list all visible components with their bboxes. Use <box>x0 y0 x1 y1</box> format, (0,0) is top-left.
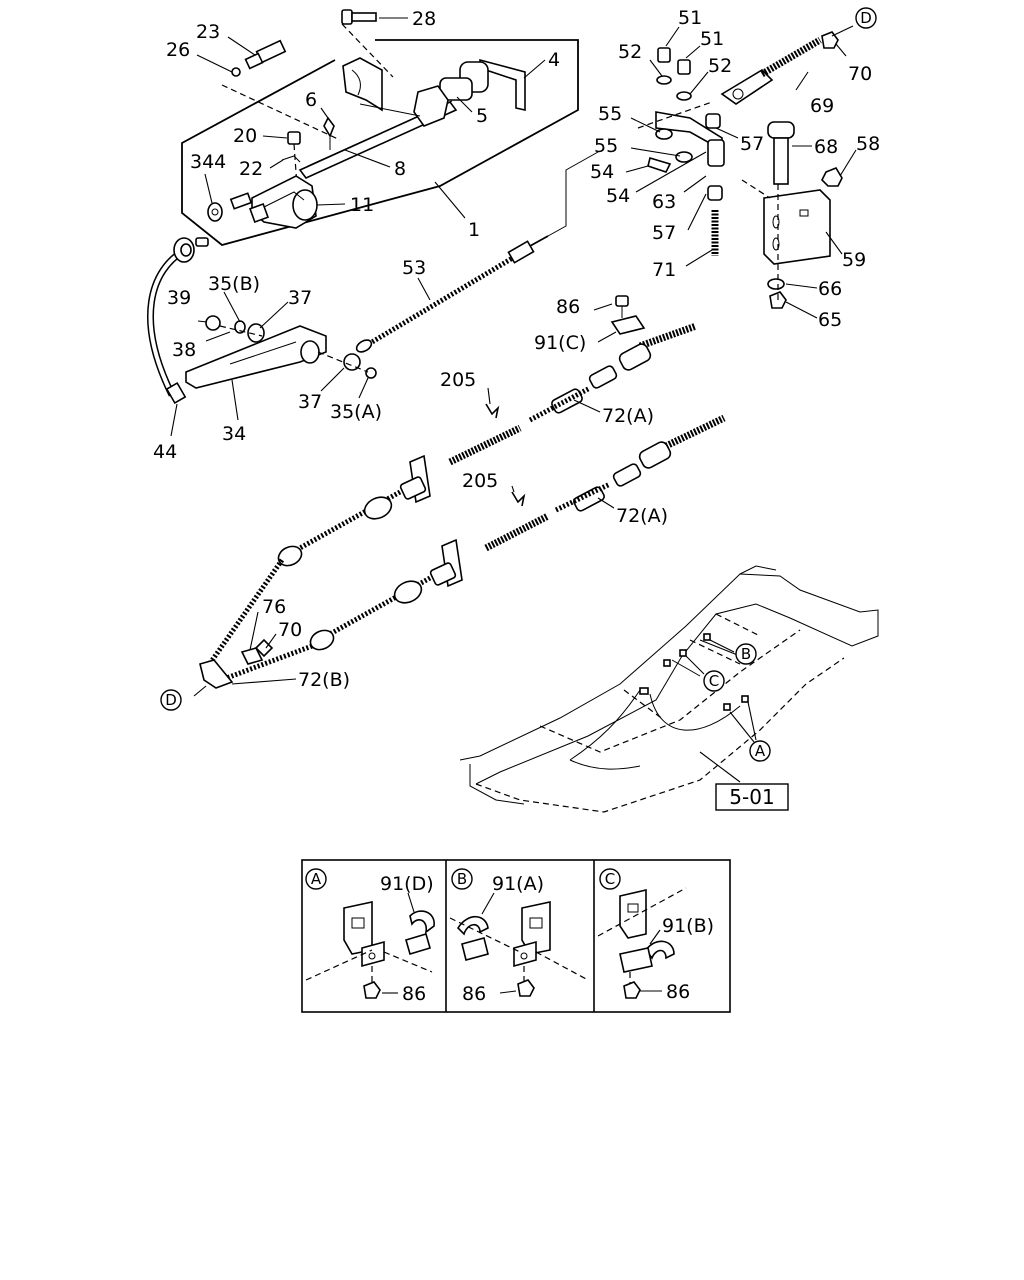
label-52-right: 52 <box>708 55 732 77</box>
label-72a-top: 72(A) <box>602 405 654 427</box>
label-70-top: 70 <box>848 63 872 85</box>
front-cable-53 <box>355 151 599 353</box>
label-22: 22 <box>239 158 263 180</box>
callout-c-detail: C <box>599 868 621 890</box>
label-35a: 35(A) <box>330 401 382 423</box>
label-20: 20 <box>233 125 257 147</box>
svg-text:D: D <box>165 691 177 709</box>
label-86-detail-b: 86 <box>462 983 486 1005</box>
label-35b: 35(B) <box>208 273 260 295</box>
svg-text:B: B <box>457 870 467 888</box>
label-86-detail-c: 86 <box>666 981 690 1003</box>
callout-b-detail: B <box>451 868 473 890</box>
label-34: 34 <box>222 423 246 445</box>
detail-panel <box>301 859 731 1013</box>
label-205-bottom: 205 <box>462 470 498 492</box>
label-68: 68 <box>814 136 838 158</box>
label-58: 58 <box>856 133 880 155</box>
vehicle-frame <box>459 565 879 813</box>
svg-text:A: A <box>311 870 322 888</box>
label-205-top: 205 <box>440 369 476 391</box>
label-23: 23 <box>196 21 220 43</box>
label-57-top: 57 <box>740 133 764 155</box>
label-91c: 91(C) <box>534 332 586 354</box>
label-6: 6 <box>305 89 317 111</box>
label-11: 11 <box>350 194 374 216</box>
leader-lines-upper-left <box>196 17 546 219</box>
svg-text:C: C <box>709 672 719 690</box>
lever-assembly <box>181 9 579 246</box>
rear-cables <box>193 295 726 697</box>
label-55-top: 55 <box>598 103 622 125</box>
label-70-bottom: 70 <box>278 619 302 641</box>
label-52-left: 52 <box>618 41 642 63</box>
label-39: 39 <box>167 287 191 309</box>
lever-34-group <box>147 237 377 405</box>
label-44: 44 <box>153 441 177 463</box>
svg-text:C: C <box>605 870 615 888</box>
label-69: 69 <box>810 95 834 117</box>
label-65: 65 <box>818 309 842 331</box>
callout-d-top: D <box>855 7 877 29</box>
label-55-bottom: 55 <box>594 135 618 157</box>
callout-a-detail: A <box>305 868 327 890</box>
leader-lines-equalizer <box>625 25 857 319</box>
callout-c-frame: C <box>703 670 725 692</box>
label-54-bottom: 54 <box>606 185 630 207</box>
label-86-detail-a: 86 <box>402 983 426 1005</box>
label-72a-bottom: 72(A) <box>616 505 668 527</box>
label-37-bottom: 37 <box>298 391 322 413</box>
label-28: 28 <box>412 8 436 30</box>
label-5: 5 <box>476 105 488 127</box>
label-53: 53 <box>402 257 426 279</box>
part-number-labels: 28 23 26 4 6 5 20 8 22 344 11 1 39 35(B)… <box>153 7 880 1005</box>
label-344: 344 <box>190 151 226 173</box>
label-51-left: 51 <box>678 7 702 29</box>
label-86-top: 86 <box>556 296 580 318</box>
label-63: 63 <box>652 191 676 213</box>
label-57-bottom: 57 <box>652 222 676 244</box>
label-59: 59 <box>842 249 866 271</box>
label-91d: 91(D) <box>380 873 434 895</box>
leader-lines-lever <box>170 291 369 437</box>
callout-a-frame: A <box>749 740 771 762</box>
label-8: 8 <box>394 158 406 180</box>
label-37-top: 37 <box>288 287 312 309</box>
label-76: 76 <box>262 596 286 618</box>
svg-text:D: D <box>860 9 872 27</box>
label-26: 26 <box>166 39 190 61</box>
label-4: 4 <box>548 49 560 71</box>
label-38: 38 <box>172 339 196 361</box>
label-66: 66 <box>818 278 842 300</box>
bolt-23 <box>221 39 341 141</box>
label-51-right: 51 <box>700 28 724 50</box>
equalizer-assembly <box>637 31 843 309</box>
label-54-top: 54 <box>590 161 614 183</box>
bolt-28 <box>341 9 394 78</box>
svg-text:5-01: 5-01 <box>729 785 774 809</box>
label-71: 71 <box>652 259 676 281</box>
svg-text:B: B <box>741 645 751 663</box>
reference-box-5-01: 5-01 <box>715 783 789 811</box>
callout-d-bottom: D <box>160 689 182 711</box>
circled-callouts: D D B C A A B C <box>160 7 877 890</box>
label-72b: 72(B) <box>298 669 350 691</box>
callout-b-frame: B <box>735 643 757 665</box>
svg-text:A: A <box>755 742 766 760</box>
label-1: 1 <box>468 219 480 241</box>
label-91a: 91(A) <box>492 873 544 895</box>
label-91b: 91(B) <box>662 915 714 937</box>
